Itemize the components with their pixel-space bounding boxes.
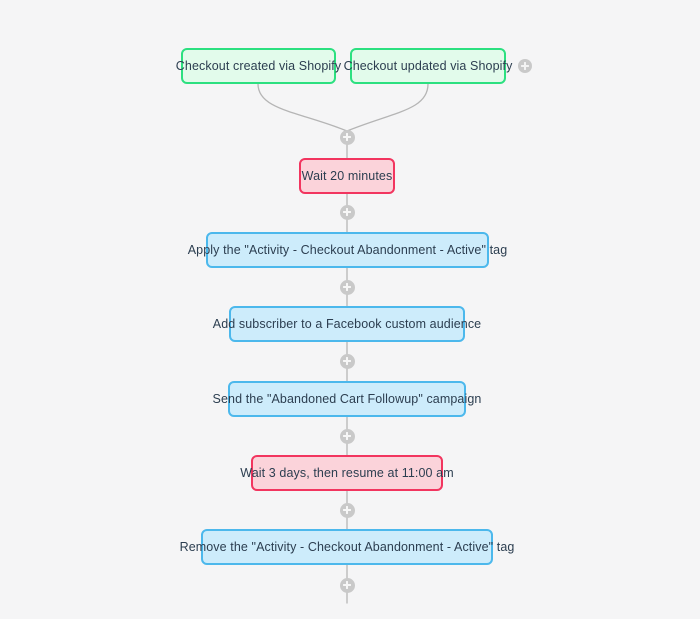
add-step-plus-icon[interactable] xyxy=(339,502,355,518)
step-wait-3-days-then-resume-at-11-00-am[interactable]: Wait 3 days, then resume at 11:00 am xyxy=(240,455,454,491)
node-label: Wait 3 days, then resume at 11:00 am xyxy=(240,465,454,480)
add-step-plus-icon[interactable] xyxy=(339,279,355,295)
node-label: Apply the "Activity - Checkout Abandonme… xyxy=(187,242,508,257)
node-label: Checkout updated via Shopify xyxy=(343,58,513,73)
step-send-the-abandoned-cart-followup-campaign[interactable]: Send the "Abandoned Cart Followup" campa… xyxy=(213,381,481,417)
node-label: Wait 20 minutes xyxy=(301,168,393,183)
node-label: Remove the "Activity - Checkout Abandonm… xyxy=(179,539,515,554)
add-trigger-plus-icon[interactable] xyxy=(518,59,532,73)
branch-connector-curve xyxy=(257,83,348,132)
add-step-plus-icon[interactable] xyxy=(339,428,355,444)
step-apply-the-activity-checkout-abandonment-active-t[interactable]: Apply the "Activity - Checkout Abandonme… xyxy=(188,232,507,268)
trigger-checkout-created-via-shopify[interactable]: Checkout created via Shopify xyxy=(176,48,341,84)
node-label: Checkout created via Shopify xyxy=(175,58,342,73)
node-label: Add subscriber to a Facebook custom audi… xyxy=(212,316,482,331)
trigger-checkout-updated-via-shopify[interactable]: Checkout updated via Shopify xyxy=(344,48,512,84)
step-remove-the-activity-checkout-abandonment-active-[interactable]: Remove the "Activity - Checkout Abandonm… xyxy=(180,529,514,565)
branch-connector-curve xyxy=(346,83,429,132)
node-label: Send the "Abandoned Cart Followup" campa… xyxy=(212,391,482,406)
step-wait-20-minutes[interactable]: Wait 20 minutes xyxy=(299,158,395,194)
step-add-subscriber-to-a-facebook-custom-audience[interactable]: Add subscriber to a Facebook custom audi… xyxy=(213,306,481,342)
add-step-plus-icon[interactable] xyxy=(339,129,355,145)
add-step-plus-icon[interactable] xyxy=(339,577,355,593)
add-step-plus-icon[interactable] xyxy=(339,204,355,220)
add-step-plus-icon[interactable] xyxy=(339,353,355,369)
